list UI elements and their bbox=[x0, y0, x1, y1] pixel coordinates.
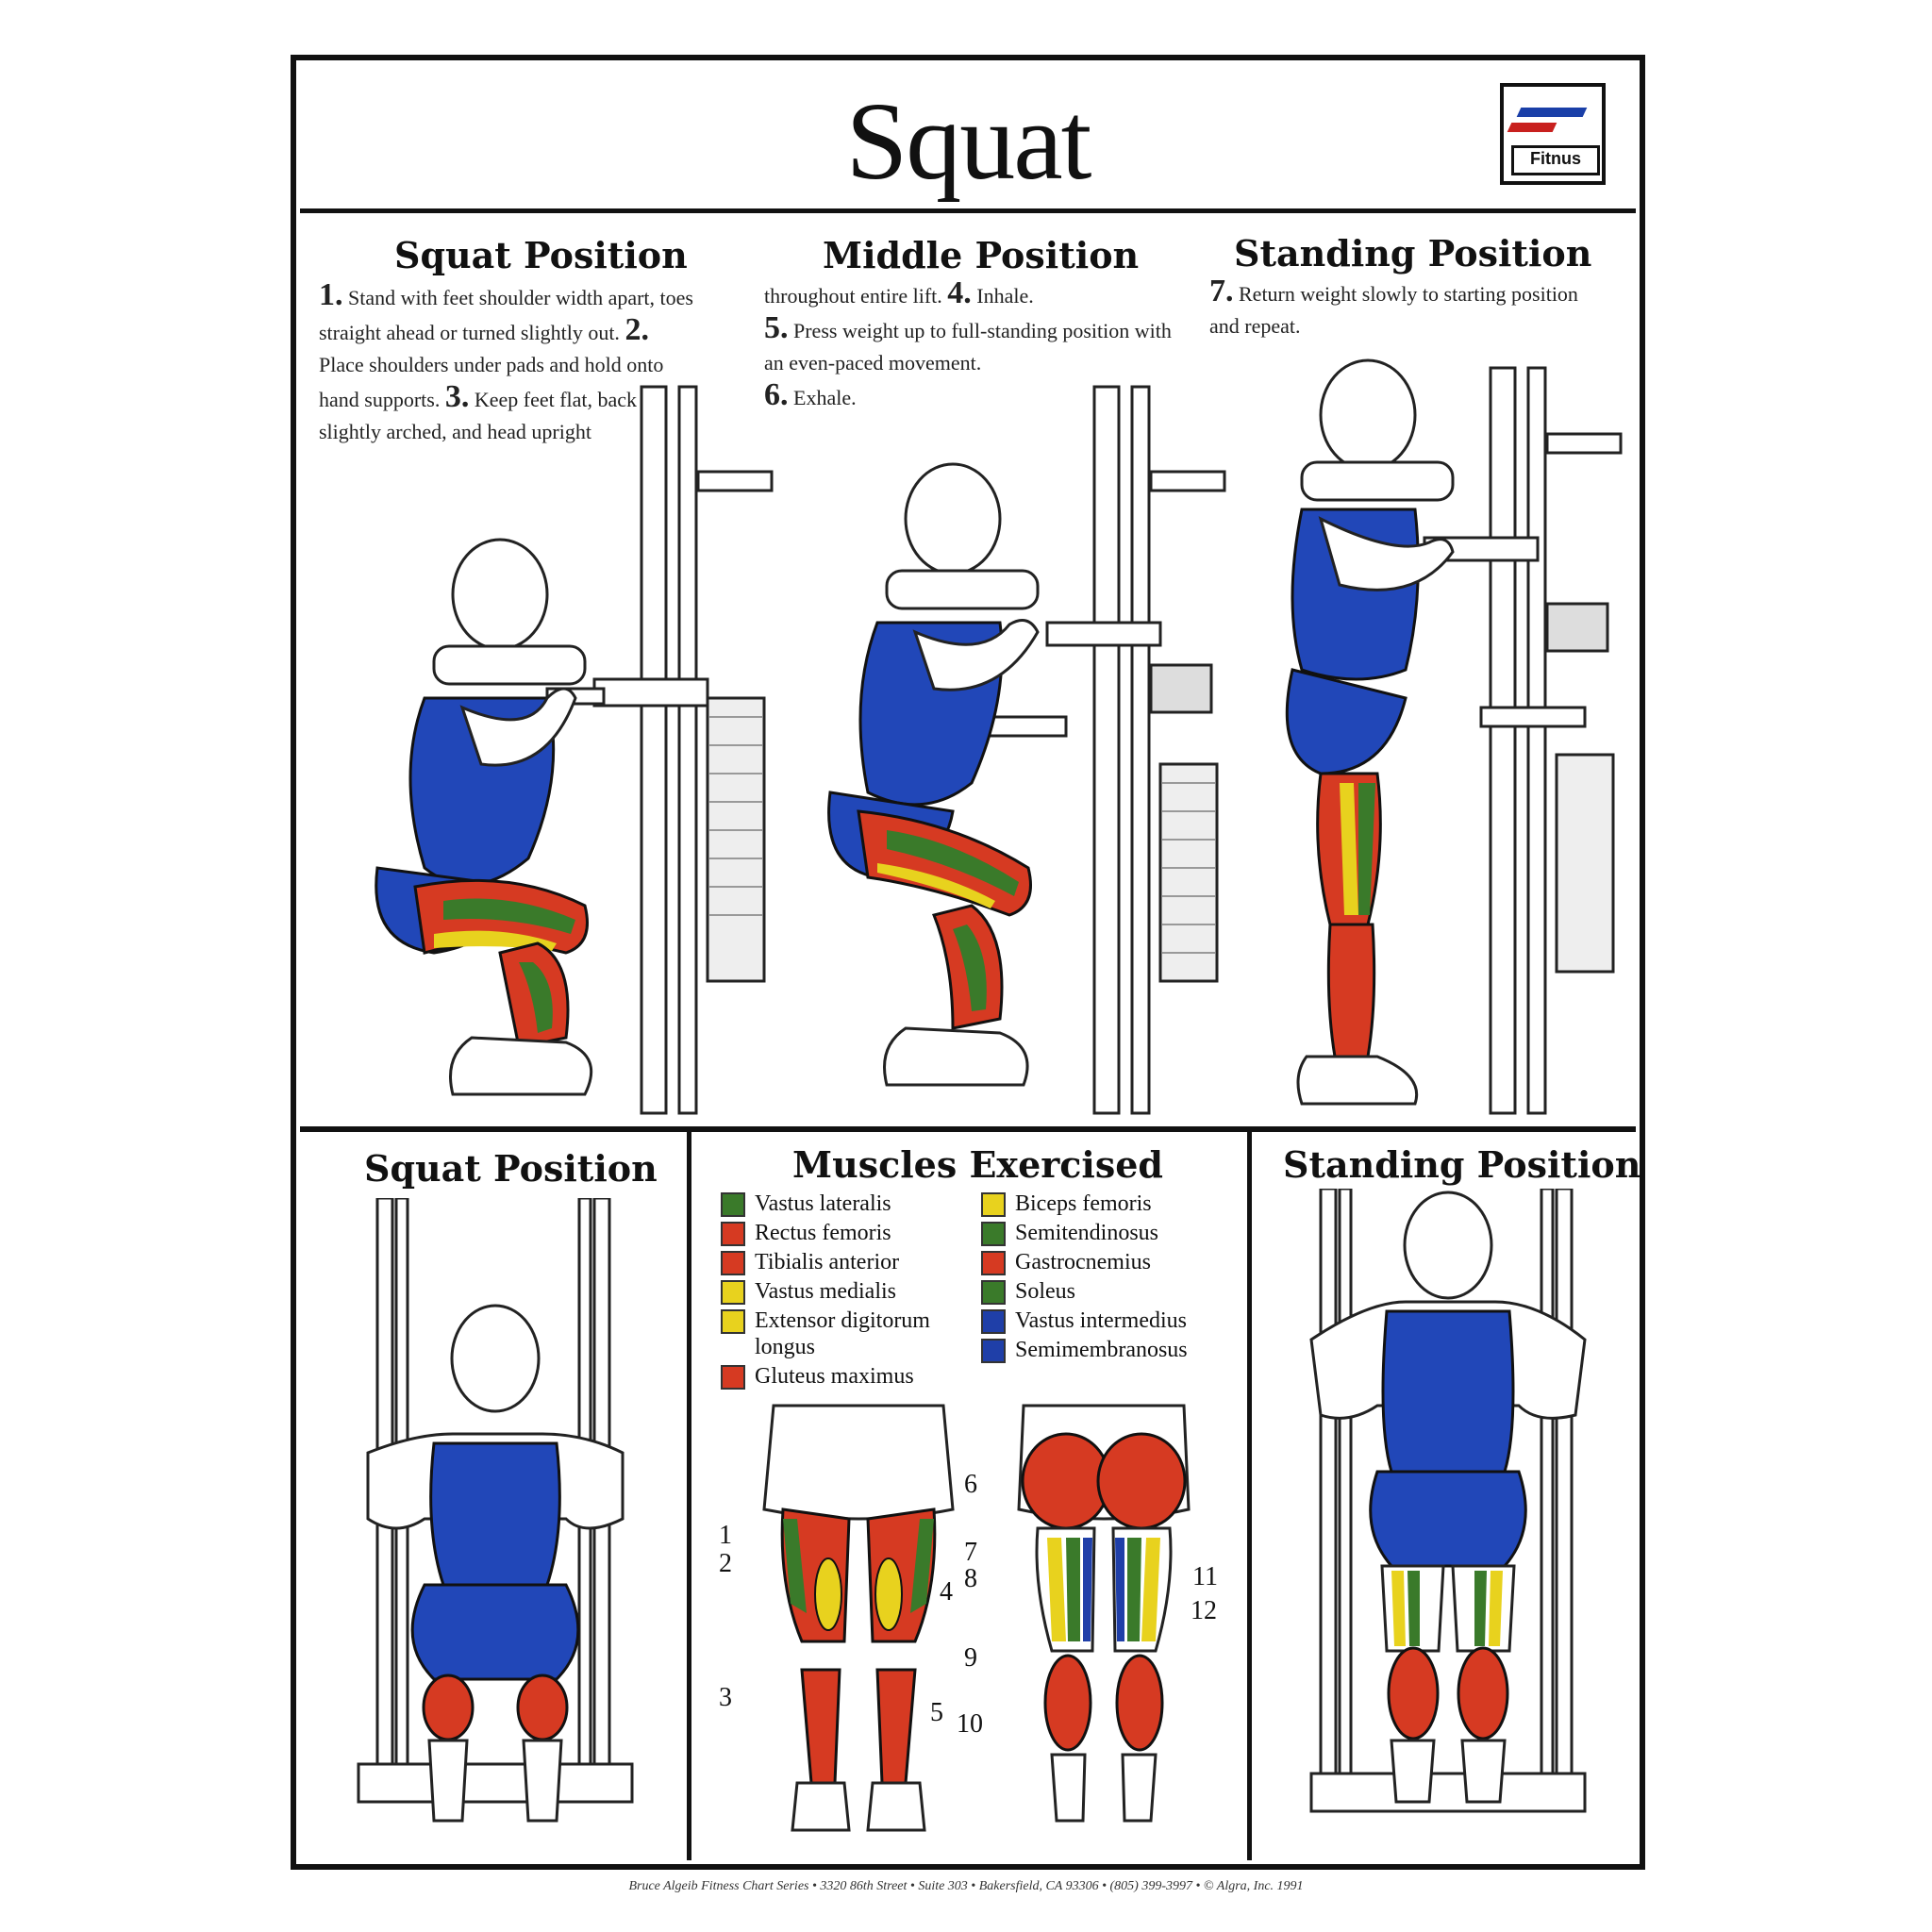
heading-bottom-standing: Standing Position bbox=[1283, 1143, 1641, 1186]
legend-swatch bbox=[981, 1339, 1006, 1363]
legend-item: Vastus intermedius bbox=[981, 1307, 1226, 1334]
legend-label: Tibialis anterior bbox=[755, 1250, 900, 1274]
legend-swatch bbox=[721, 1251, 745, 1275]
brand-logo: Fitnus bbox=[1500, 83, 1606, 185]
legend-label: Gastrocnemius bbox=[1015, 1250, 1151, 1274]
legend-right: Biceps femoris Semitendinosus Gastrocnem… bbox=[981, 1191, 1226, 1366]
legend-item: Biceps femoris bbox=[981, 1191, 1226, 1217]
diagram-legs-front bbox=[762, 1404, 955, 1832]
step-number: 4. bbox=[947, 275, 972, 310]
figure-standing-back bbox=[1309, 1189, 1587, 1813]
diagram-number-6: 6 bbox=[964, 1470, 977, 1499]
legend-item: Vastus lateralis bbox=[721, 1191, 947, 1217]
legend-swatch bbox=[981, 1251, 1006, 1275]
diagram-number-12: 12 bbox=[1191, 1596, 1217, 1625]
legend-label: Gluteus maximus bbox=[755, 1364, 914, 1389]
footer-credit: Bruce Algeib Fitness Chart Series • 3320… bbox=[628, 1879, 1304, 1893]
top-panel bbox=[300, 217, 1636, 1132]
diagram-number-10: 10 bbox=[957, 1709, 983, 1739]
logo-stripe-blue bbox=[1516, 108, 1588, 117]
standing-steps: 7. Return weight slowly to starting posi… bbox=[1209, 275, 1587, 342]
page-title: Squat bbox=[845, 79, 1092, 203]
legend-item: Semimembranosus bbox=[981, 1337, 1226, 1363]
step-text: Press weight up to full-standing positio… bbox=[764, 319, 1172, 375]
legend-swatch bbox=[721, 1222, 745, 1246]
legend-label: Soleus bbox=[1015, 1279, 1076, 1304]
squat-steps: 1. Stand with feet shoulder width apart,… bbox=[319, 279, 696, 448]
legend-label: Rectus femoris bbox=[755, 1221, 891, 1245]
legend-swatch bbox=[721, 1280, 745, 1305]
step-number: 5. bbox=[764, 310, 789, 345]
legend-item: Rectus femoris bbox=[721, 1220, 947, 1246]
step-text: Place shoulders under pads and hold onto… bbox=[319, 353, 664, 411]
diagram-number-3: 3 bbox=[719, 1683, 732, 1712]
step-number: 7. bbox=[1209, 274, 1234, 308]
step-text: Stand with feet shoulder width apart, to… bbox=[319, 286, 693, 344]
figure-standing-side bbox=[1285, 358, 1623, 1115]
legend-swatch bbox=[981, 1280, 1006, 1305]
heading-middle-position: Middle Position bbox=[823, 234, 1140, 276]
divider-bottom-left bbox=[687, 1132, 691, 1860]
heading-squat-position: Squat Position bbox=[394, 234, 688, 276]
logo-text: Fitnus bbox=[1511, 145, 1600, 175]
diagram-number-11: 11 bbox=[1192, 1562, 1218, 1591]
legend-swatch bbox=[981, 1222, 1006, 1246]
legend-swatch bbox=[981, 1192, 1006, 1217]
legend-label: Extensor digitorum longus bbox=[755, 1308, 930, 1359]
legend-item: Soleus bbox=[981, 1278, 1226, 1305]
heading-muscles-exercised: Muscles Exercised bbox=[792, 1143, 1163, 1186]
legend-swatch bbox=[721, 1365, 745, 1390]
legend-label: Biceps femoris bbox=[1015, 1191, 1152, 1216]
heading-standing-position: Standing Position bbox=[1234, 232, 1592, 275]
step-text: Exhale. bbox=[793, 386, 857, 409]
diagram-number-2: 2 bbox=[719, 1549, 732, 1578]
step-text: Inhale. bbox=[976, 284, 1034, 308]
diagram-number-1: 1 bbox=[719, 1521, 732, 1550]
diagram-number-7: 7 bbox=[964, 1538, 977, 1567]
legend-left: Vastus lateralis Rectus femoris Tibialis… bbox=[721, 1191, 947, 1392]
legend-item: Tibialis anterior bbox=[721, 1249, 947, 1275]
step-number: 3. bbox=[444, 379, 470, 414]
title-bar: Squat bbox=[300, 68, 1636, 213]
step-text: throughout entire lift. bbox=[764, 284, 942, 308]
legend-label: Vastus medialis bbox=[755, 1279, 896, 1304]
diagram-number-4: 4 bbox=[940, 1577, 953, 1607]
diagram-number-8: 8 bbox=[964, 1564, 977, 1593]
legend-swatch bbox=[721, 1309, 745, 1334]
heading-bottom-squat: Squat Position bbox=[364, 1147, 658, 1190]
legend-label: Semitendinosus bbox=[1015, 1221, 1159, 1245]
legend-item: Semitendinosus bbox=[981, 1220, 1226, 1246]
step-number: 2. bbox=[625, 312, 649, 347]
legend-label: Semimembranosus bbox=[1015, 1338, 1188, 1362]
step-text: Keep feet flat, back slightly arched, an… bbox=[319, 388, 638, 443]
legend-item: Gluteus maximus bbox=[721, 1363, 947, 1390]
figure-squat-back bbox=[357, 1198, 634, 1823]
divider-bottom-right bbox=[1247, 1132, 1252, 1860]
diagram-number-5: 5 bbox=[930, 1698, 943, 1727]
poster-frame bbox=[291, 55, 1645, 1870]
diagram-legs-back bbox=[1017, 1404, 1191, 1823]
legend-swatch bbox=[721, 1192, 745, 1217]
legend-swatch bbox=[981, 1309, 1006, 1334]
figure-squat-side bbox=[375, 385, 774, 1115]
figure-middle-side bbox=[827, 385, 1226, 1115]
legend-label: Vastus intermedius bbox=[1015, 1308, 1187, 1333]
step-text: Return weight slowly to starting positio… bbox=[1209, 282, 1578, 338]
step-number: 6. bbox=[764, 377, 789, 412]
legend-item: Vastus medialis bbox=[721, 1278, 947, 1305]
legend-item: Extensor digitorum longus bbox=[721, 1307, 947, 1360]
legend-label: Vastus lateralis bbox=[755, 1191, 891, 1216]
step-number: 1. bbox=[319, 277, 343, 312]
legend-item: Gastrocnemius bbox=[981, 1249, 1226, 1275]
middle-steps: throughout entire lift. 4. Inhale. 5. Pr… bbox=[764, 277, 1179, 414]
diagram-number-9: 9 bbox=[964, 1643, 977, 1673]
logo-stripe-red bbox=[1507, 123, 1557, 132]
